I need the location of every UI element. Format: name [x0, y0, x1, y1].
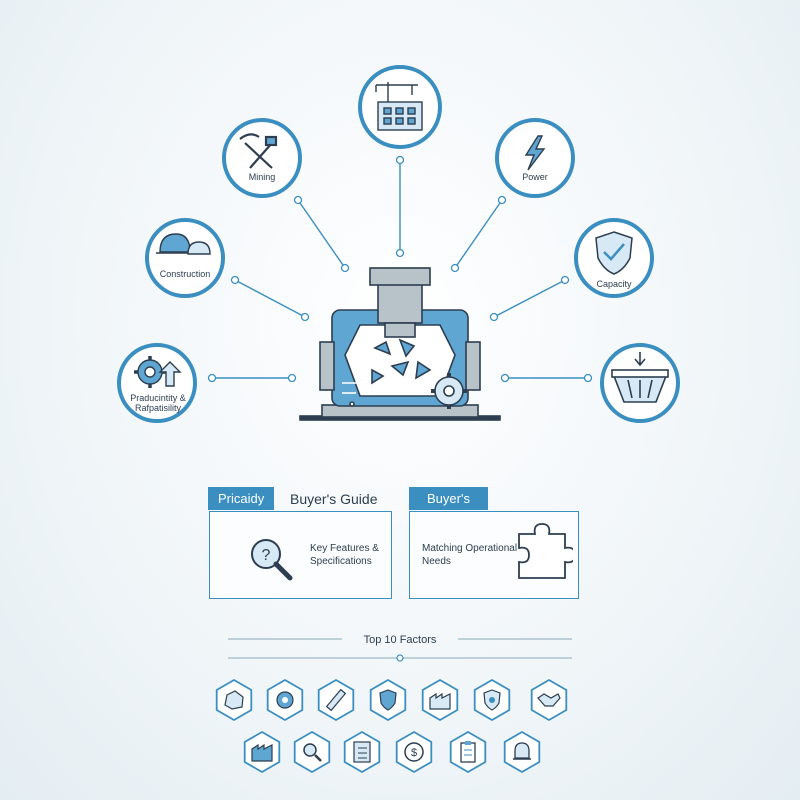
node-circle-productivity: [117, 343, 197, 423]
handshake-icon: [530, 679, 568, 721]
puzzle-piece-icon: [518, 523, 573, 579]
checklist-icon: [343, 731, 381, 773]
card-title-buyers-guide: Buyer's Guide: [290, 491, 378, 507]
mining-tools-icon: [239, 133, 278, 169]
gear-arrow-icon: [134, 356, 182, 388]
tab-buyers: Buyer's: [409, 487, 488, 510]
clipboard-icon: [449, 731, 487, 773]
magnifier-question-icon: ?: [251, 539, 293, 581]
dollar-icon: $: [395, 731, 433, 773]
shield-badge-icon: [473, 679, 511, 721]
crusher-machine-icon: [299, 267, 501, 421]
factors-icons: $: [215, 679, 568, 773]
rock-icon: [215, 679, 253, 721]
card-text-key-features: Key Features & Specifications: [310, 543, 379, 567]
hopper-basket-icon: [611, 352, 669, 403]
factors-divider: [228, 638, 572, 662]
connector-line: [297, 199, 346, 269]
gear-icon: [266, 679, 304, 721]
magnifier-icon: [293, 731, 331, 773]
connector-line: [234, 279, 306, 318]
shield-icon: [369, 679, 407, 721]
connector-line: [454, 199, 503, 269]
tab-pricaidy: Pricaidy: [208, 487, 275, 510]
building-crane-icon: [375, 82, 423, 131]
node-label-productivity: Praducintity & Rafpatisility: [130, 393, 186, 413]
factory-icon: [243, 731, 281, 773]
svg-text:?: ?: [262, 547, 271, 564]
connector-line: [493, 279, 566, 318]
node-label-construction: Construction: [159, 269, 211, 279]
hub-diagram: [117, 65, 680, 423]
card-text-matching-needs: Matching Operational Needs: [422, 543, 518, 567]
matching-needs-card: Matching Operational Needs: [409, 511, 579, 599]
shield-check-icon: [595, 231, 633, 275]
factory-icon: [421, 679, 459, 721]
node-label-mining: Mining: [248, 172, 276, 182]
node-circle-construction: [145, 218, 225, 298]
ruler-icon: [317, 679, 355, 721]
node-label-capacity: Capacity: [596, 279, 632, 289]
buyers-guide-card: ? Key Features & Specifications: [209, 511, 392, 599]
alarm-bell-icon: [503, 731, 541, 773]
svg-text:$: $: [411, 747, 417, 759]
factors-title: Top 10 Factors: [363, 634, 437, 646]
node-label-power: Power: [522, 172, 548, 182]
lightning-bolt-icon: [524, 135, 546, 171]
hard-hat-icon: [156, 233, 211, 255]
